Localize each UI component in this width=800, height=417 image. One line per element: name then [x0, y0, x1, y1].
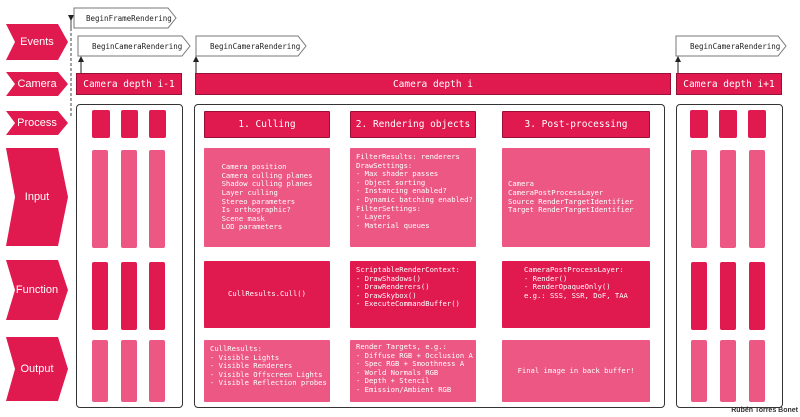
right-output-2	[720, 340, 736, 402]
process-culling: 1. Culling	[204, 111, 330, 138]
event-flag-shapes	[73, 7, 787, 57]
input-post-line: Camera	[508, 179, 534, 189]
output-rendering-line: - Spec RGB + Smoothness A	[356, 359, 465, 369]
input-rendering-line: DrawSettings:	[356, 160, 413, 170]
function-post-line: - RenderOpaqueOnly()	[524, 282, 611, 292]
right-function-2	[720, 262, 736, 330]
function-rendering-line: - ExecuteCommandBuffer()	[356, 299, 460, 309]
left-input-1	[92, 150, 108, 248]
input-rendering-line: - Layers	[356, 212, 391, 222]
input-rendering-line: - Max shader passes	[356, 169, 439, 179]
input-culling-line: Camera culling planes	[221, 170, 313, 180]
output-culling-line: - Visible Offscreen Lights	[210, 369, 323, 379]
right-process-2	[719, 110, 737, 138]
input-culling-list: Camera position Camera culling planes Sh…	[222, 163, 313, 232]
row-label-camera: Camera	[17, 78, 57, 90]
camera-depth-current: Camera depth i	[195, 73, 671, 95]
right-function-1	[691, 262, 707, 330]
input-culling-line: Is orthographic?	[221, 205, 291, 215]
process-rendering-objects: 2. Rendering objects	[350, 111, 476, 138]
output-rendering-line: - Emission/Ambient RGB	[356, 384, 452, 394]
camera-depth-prev: Camera depth i-1	[76, 73, 182, 95]
event-begin-camera-prev: BeginCameraRendering	[92, 41, 183, 51]
function-post: CameraPostProcessLayer: - Render() - Ren…	[502, 261, 650, 328]
row-label-function: Function	[15, 284, 59, 296]
function-post-line: - Render()	[524, 273, 568, 283]
input-culling: Camera position Camera culling planes Sh…	[204, 148, 330, 247]
process-post-processing: 3. Post-processing	[502, 111, 650, 138]
function-culling: CullResults.Cull()	[204, 261, 330, 328]
output-rendering: Render Targets, e.g.: - Diffuse RGB + Oc…	[350, 340, 476, 402]
right-process-1	[690, 110, 708, 138]
left-process-1	[92, 110, 110, 138]
input-rendering-line: - Material queues	[356, 220, 430, 230]
input-rendering-line: - Instancing enabled?	[356, 186, 447, 196]
function-rendering-line: - DrawSkybox()	[356, 290, 417, 300]
input-culling-line: Layer culling	[221, 187, 278, 197]
input-post-line: Source RenderTargetIdentifier	[508, 196, 634, 206]
left-process-2	[121, 110, 138, 138]
output-rendering-line: - World Normals RGB	[356, 367, 439, 377]
left-input-2	[121, 150, 137, 248]
input-culling-line: Camera position	[221, 162, 287, 172]
author-credit: Rubén Torres Bonet	[731, 407, 798, 414]
input-post-line: Target RenderTargetIdentifier	[508, 205, 634, 215]
output-rendering-line: - Diffuse RGB + Occlusion A	[356, 350, 473, 360]
left-input-3	[149, 150, 165, 248]
camera-depth-next: Camera depth i+1	[676, 73, 782, 95]
function-rendering-line: ScriptableRenderContext:	[356, 265, 460, 274]
input-post: Camera CameraPostProcessLayer Source Ren…	[502, 148, 650, 247]
event-begin-frame: BeginFrameRendering	[86, 13, 172, 23]
input-culling-line: Shadow culling planes	[221, 179, 313, 189]
input-post-list: Camera CameraPostProcessLayer Source Ren…	[508, 180, 634, 214]
output-culling-line: CullResults:	[210, 344, 262, 353]
row-label-input: Input	[24, 191, 50, 203]
output-rendering-line: Render Targets, e.g.:	[356, 342, 447, 351]
right-output-3	[749, 340, 765, 402]
input-rendering-line: FilterResults: renderers	[356, 152, 460, 161]
right-process-3	[748, 110, 766, 138]
right-input-2	[720, 150, 736, 248]
left-function-2	[121, 262, 137, 330]
input-rendering-line: - Dynamic batching enabled?	[356, 194, 473, 204]
function-post-line: e.g.: SSS, SSR, DoF, TAA	[524, 290, 628, 300]
output-culling-line: - Visible Lights	[210, 352, 280, 362]
function-rendering-line: - DrawShadows()	[356, 273, 421, 283]
right-output-1	[691, 340, 707, 402]
output-rendering-line: - Depth + Stencil	[356, 376, 430, 386]
event-begin-camera-current: BeginCameraRendering	[210, 41, 301, 51]
row-tag-shapes	[6, 24, 68, 401]
input-rendering: FilterResults: renderers DrawSettings: -…	[350, 148, 476, 247]
output-culling: CullResults: - Visible Lights - Visible …	[204, 340, 330, 402]
left-function-1	[92, 262, 108, 330]
right-input-1	[691, 150, 707, 248]
output-culling-line: - Visible Reflection probes	[210, 378, 327, 388]
output-post: Final image in back buffer!	[502, 340, 650, 402]
input-culling-line: Stereo parameters	[221, 196, 296, 206]
left-process-3	[149, 110, 166, 138]
left-function-3	[149, 262, 165, 330]
right-function-3	[749, 262, 765, 330]
input-culling-line: LOD parameters	[221, 222, 283, 232]
input-post-line: CameraPostProcessLayer	[508, 187, 604, 197]
left-output-1	[92, 340, 108, 402]
output-culling-line: - Visible Renderers	[210, 361, 293, 371]
function-post-line: CameraPostProcessLayer:	[524, 265, 624, 274]
input-rendering-line: - Object sorting	[356, 177, 426, 187]
input-culling-line: Scene mask	[221, 213, 265, 223]
row-label-events: Events	[20, 36, 54, 48]
input-rendering-line: FilterSettings:	[356, 203, 421, 213]
function-rendering: ScriptableRenderContext: - DrawShadows()…	[350, 261, 476, 328]
left-output-3	[149, 340, 165, 402]
row-label-process: Process	[17, 117, 57, 129]
row-label-output: Output	[20, 363, 54, 375]
event-begin-camera-next: BeginCameraRendering	[690, 41, 781, 51]
right-input-3	[749, 150, 765, 248]
left-output-2	[121, 340, 137, 402]
function-rendering-line: - DrawRenderers()	[356, 282, 430, 292]
